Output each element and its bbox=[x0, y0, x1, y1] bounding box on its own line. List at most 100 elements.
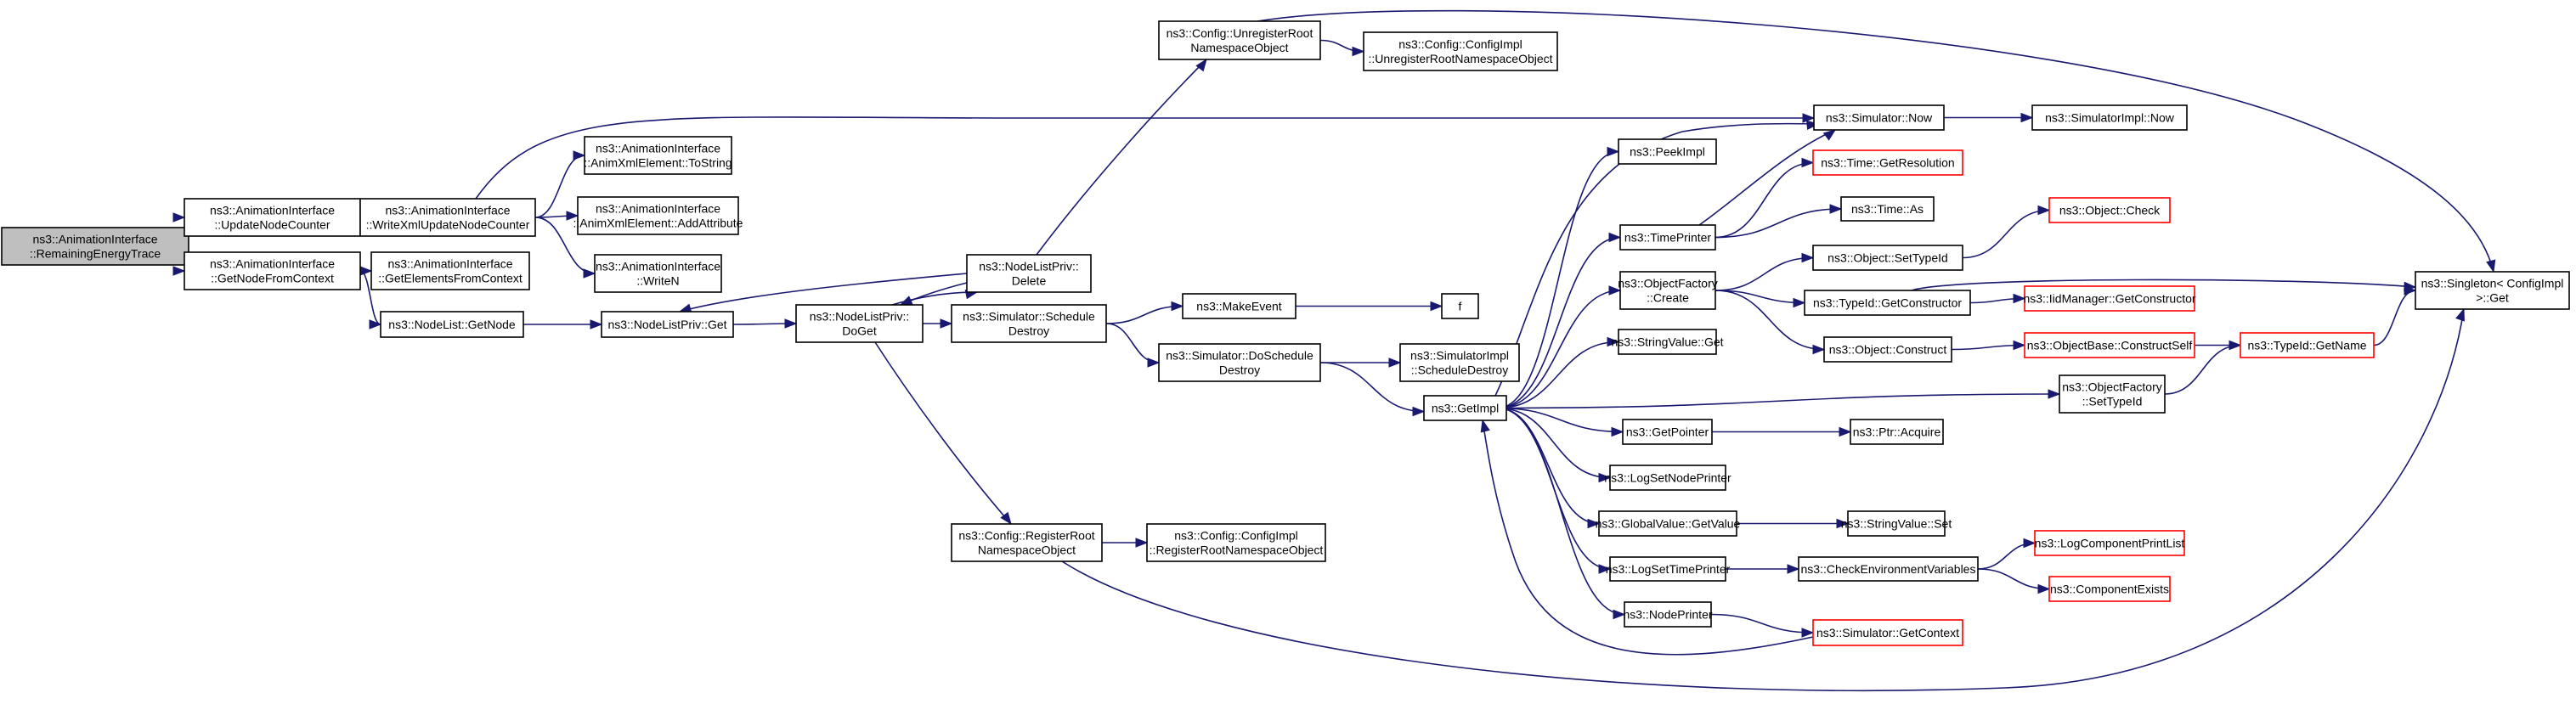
function-node-simpl_sd[interactable]: ns3::SimulatorImpl::ScheduleDestroy bbox=[1399, 343, 1520, 382]
arrowhead-icon bbox=[1147, 358, 1161, 368]
node-box bbox=[577, 196, 739, 235]
node-label: ::GetElementsFromContext bbox=[378, 272, 523, 285]
function-node-ostid[interactable]: ns3::Object::SetTypeId bbox=[1812, 245, 1963, 271]
edge-line bbox=[1977, 542, 2036, 570]
function-node-gvget[interactable]: ns3::GlobalValue::GetValue bbox=[1596, 510, 1741, 537]
function-node-oconst[interactable]: ns3::Object::Construct bbox=[1823, 336, 1952, 363]
arrowhead-icon bbox=[1608, 285, 1622, 296]
node-box bbox=[2240, 332, 2375, 358]
node-box bbox=[951, 304, 1107, 343]
function-node-now[interactable]: ns3::Simulator::Now bbox=[1813, 104, 1945, 131]
node-label: ns3::AnimationInterface bbox=[596, 142, 720, 155]
function-node-svget[interactable]: ns3::StringValue::Get bbox=[1611, 329, 1724, 355]
function-node-ofc[interactable]: ns3::ObjectFactory::Create bbox=[1618, 271, 1718, 310]
node-label: >::Get bbox=[2476, 291, 2509, 305]
function-node-ocheck[interactable]: ns3::Object::Check bbox=[2048, 197, 2171, 223]
function-node-doget[interactable]: ns3::NodeListPriv::DoGet bbox=[795, 304, 924, 343]
function-node-ret[interactable]: ns3::AnimationInterface::RemainingEnergy… bbox=[1, 227, 189, 266]
node-box bbox=[966, 254, 1092, 293]
function-node-ts1[interactable]: ns3::AnimationInterface::AnimXmlElement:… bbox=[584, 136, 732, 175]
function-node-mkev[interactable]: ns3::MakeEvent bbox=[1182, 293, 1296, 319]
call-edge-wxu-to-wn bbox=[534, 217, 596, 279]
call-edge-ostid-to-ocheck bbox=[1962, 205, 2051, 259]
arrowhead-icon bbox=[1171, 301, 1184, 312]
function-node-gnc[interactable]: ns3::AnimationInterface::GetNodeFromCont… bbox=[184, 251, 361, 290]
node-label: ns3::AnimationInterface bbox=[210, 257, 335, 271]
node-box bbox=[2024, 285, 2195, 312]
function-node-unc[interactable]: ns3::AnimationInterface::UpdateNodeCount… bbox=[184, 198, 361, 237]
call-edge-gnc-to-nlg bbox=[359, 270, 382, 329]
function-node-getptr[interactable]: ns3::GetPointer bbox=[1622, 419, 1713, 445]
node-box bbox=[1609, 465, 1726, 491]
function-node-simpl_now[interactable]: ns3::SimulatorImpl::Now bbox=[2031, 104, 2188, 131]
function-node-nlpget[interactable]: ns3::NodeListPriv::Get bbox=[601, 311, 734, 338]
node-label: ns3::Simulator::DoSchedule bbox=[1166, 349, 1313, 363]
function-node-getimpl[interactable]: ns3::GetImpl bbox=[1423, 395, 1507, 421]
function-node-lcpl[interactable]: ns3::LogComponentPrintList bbox=[2034, 530, 2185, 556]
function-node-peek[interactable]: ns3::PeekImpl bbox=[1618, 138, 1717, 165]
function-node-timeas[interactable]: ns3::Time::As bbox=[1840, 196, 1935, 222]
function-node-ofstid[interactable]: ns3::ObjectFactory::SetTypeId bbox=[2059, 375, 2166, 414]
node-label: ns3::Time::As bbox=[1851, 202, 1924, 216]
node-label: ns3::LogComponentPrintList bbox=[2035, 537, 2185, 550]
node-box bbox=[2048, 197, 2171, 223]
function-node-cev[interactable]: ns3::CheckEnvironmentVariables bbox=[1798, 556, 1979, 582]
function-node-svset[interactable]: ns3::StringValue::Set bbox=[1841, 510, 1952, 537]
function-node-wxu[interactable]: ns3::AnimationInterface::WriteXmlUpdateN… bbox=[359, 198, 536, 237]
edge-line bbox=[1715, 290, 1805, 304]
function-node-obcs[interactable]: ns3::ObjectBase::ConstructSelf bbox=[2024, 332, 2195, 358]
function-node-lsnp[interactable]: ns3::LogSetNodePrinter bbox=[1604, 465, 1731, 491]
node-label: ::RegisterRootNamespaceObject bbox=[1150, 543, 1324, 557]
function-node-iidgc[interactable]: ns3::IidManager::GetConstructor bbox=[2023, 285, 2196, 312]
edge-line bbox=[1715, 256, 1814, 291]
function-node-tgc[interactable]: ns3::TypeId::GetConstructor bbox=[1804, 290, 1971, 316]
arrowhead-icon bbox=[1388, 358, 1402, 368]
function-node-reg[interactable]: ns3::Config::RegisterRootNamespaceObject bbox=[951, 523, 1103, 562]
node-box bbox=[1598, 510, 1737, 537]
function-node-wn[interactable]: ns3::AnimationInterface::WriteN bbox=[594, 254, 722, 293]
node-box bbox=[184, 251, 361, 290]
function-node-ptracq[interactable]: ns3::Ptr::Acquire bbox=[1850, 419, 1944, 445]
node-label: ns3::AnimationInterface bbox=[596, 260, 720, 273]
function-node-lstp[interactable]: ns3::LogSetTimePrinter bbox=[1606, 556, 1731, 582]
function-node-single[interactable]: ns3::Singleton< ConfigImpl >::Get bbox=[2415, 271, 2570, 310]
function-node-np[interactable]: ns3::NodePrinter bbox=[1623, 601, 1713, 628]
call-edge-unreg-to-cfgunreg bbox=[1319, 39, 1365, 57]
node-box bbox=[1146, 523, 1326, 562]
node-label: ns3::TypeId::GetConstructor bbox=[1813, 296, 1962, 310]
function-node-aa[interactable]: ns3::AnimationInterface::AnimXmlElement:… bbox=[573, 196, 743, 235]
arrowhead-icon bbox=[583, 268, 596, 279]
function-node-del[interactable]: ns3::NodeListPriv::Delete bbox=[966, 254, 1092, 293]
function-node-f[interactable]: f bbox=[1441, 293, 1479, 319]
node-label: ns3::AnimationInterface bbox=[385, 204, 510, 217]
edge-line bbox=[874, 341, 1012, 525]
function-node-cfgunreg[interactable]: ns3::Config::ConfigImpl::UnregisterRootN… bbox=[1363, 31, 1558, 71]
function-node-cfgreg[interactable]: ns3::Config::ConfigImpl::RegisterRootNam… bbox=[1146, 523, 1326, 562]
call-edge-tgn-to-single bbox=[2373, 285, 2417, 346]
edge-line bbox=[1497, 236, 1621, 409]
edge-line bbox=[1482, 420, 1814, 656]
call-edge-getimpl-to-getptr bbox=[1497, 407, 1624, 437]
function-node-nlg[interactable]: ns3::NodeList::GetNode bbox=[380, 311, 524, 338]
function-node-gef[interactable]: ns3::AnimationInterface::GetElementsFrom… bbox=[370, 251, 530, 290]
function-node-tp[interactable]: ns3::TimePrinter bbox=[1619, 224, 1716, 251]
function-node-getres[interactable]: ns3::Time::GetResolution bbox=[1812, 149, 1963, 176]
arrowhead-icon bbox=[1801, 252, 1815, 263]
arrowhead-icon bbox=[1195, 58, 1207, 72]
edge-line bbox=[1497, 407, 1600, 525]
node-label: ns3::TimePrinter bbox=[1624, 231, 1712, 245]
node-box bbox=[1823, 336, 1952, 363]
node-label: NamespaceObject bbox=[1190, 41, 1288, 54]
node-box bbox=[1812, 149, 1963, 176]
function-node-cex[interactable]: ns3::ComponentExists bbox=[2048, 576, 2171, 602]
arrowhead-icon bbox=[1352, 46, 1365, 57]
function-node-tgn[interactable]: ns3::TypeId::GetName bbox=[2240, 332, 2375, 358]
function-node-sgc[interactable]: ns3::Simulator::GetContext bbox=[1812, 619, 1963, 646]
arrowhead-icon bbox=[1836, 518, 1850, 529]
function-node-sched[interactable]: ns3::Simulator::ScheduleDestroy bbox=[951, 304, 1107, 343]
call-edge-cev-to-lcpl bbox=[1977, 538, 2037, 570]
node-box bbox=[1847, 510, 1946, 537]
function-node-unreg[interactable]: ns3::Config::UnregisterRootNamespaceObje… bbox=[1158, 20, 1321, 60]
arrowhead-icon bbox=[2020, 112, 2034, 123]
